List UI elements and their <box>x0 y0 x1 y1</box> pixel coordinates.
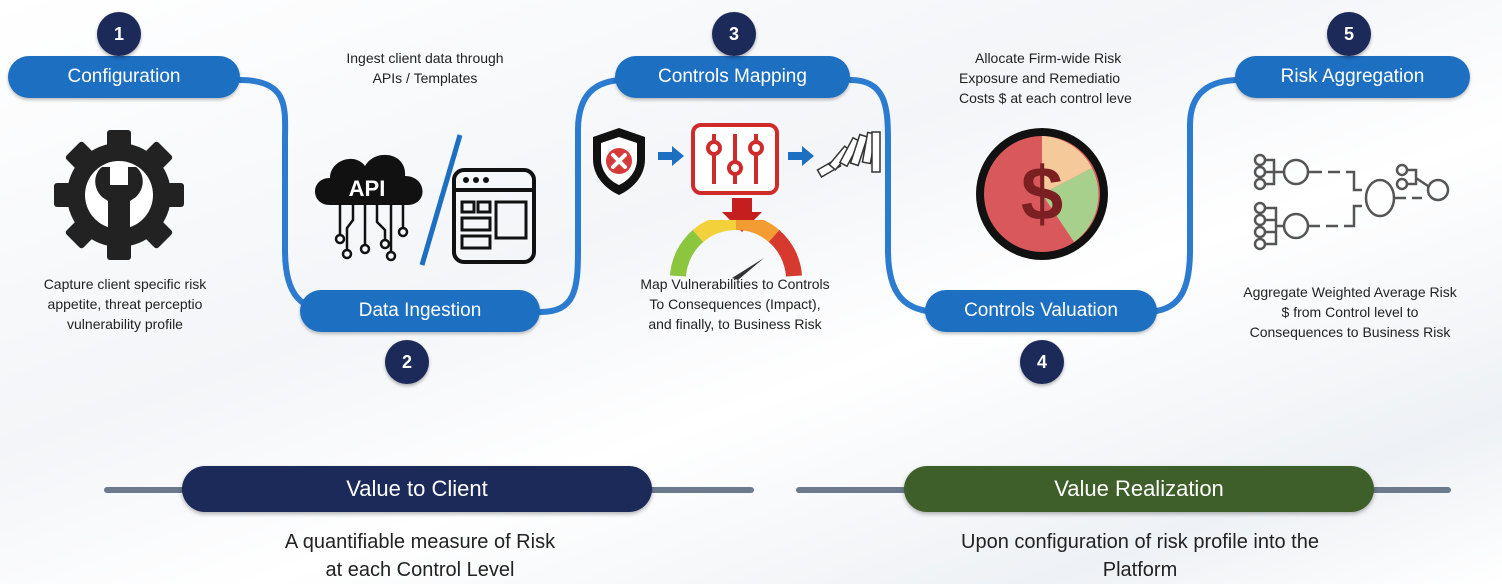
dominoes-icon <box>816 131 881 178</box>
step-1-number: 1 <box>97 12 141 56</box>
dollar-sign: $ <box>1021 152 1063 237</box>
sliders-icon <box>691 123 779 195</box>
step-3-number: 3 <box>712 12 756 56</box>
arrow-right-icon <box>788 146 814 166</box>
step-3-description: Map Vulnerabilities to Controls To Conse… <box>640 276 830 332</box>
arrow-down-icon <box>722 198 762 232</box>
dollar-pie-icon: $ <box>976 128 1108 260</box>
step-2-number: 2 <box>385 340 429 384</box>
step-4-number: 4 <box>1020 340 1064 384</box>
step-4-description: Allocate Firm-wide Risk Exposure and Rem… <box>959 50 1132 106</box>
value-to-client-text: A quantifiable measure of Risk at each C… <box>284 531 556 581</box>
step-3-label: Controls Mapping <box>658 66 807 87</box>
value-realization-text: Upon configuration of risk profile into … <box>961 531 1319 581</box>
step-4-pill[interactable]: Controls Valuation <box>925 290 1157 332</box>
slash-divider <box>419 134 463 266</box>
browser-window-icon <box>452 168 536 264</box>
step-4-label: Controls Valuation <box>964 300 1118 321</box>
value-realization-banner: Value Realization <box>904 466 1374 512</box>
api-cloud-icon: API <box>315 154 423 262</box>
step-2-pill[interactable]: Data Ingestion <box>300 290 540 332</box>
step-1-pill[interactable]: Configuration <box>8 56 240 98</box>
step-2-label: Data Ingestion <box>358 300 482 321</box>
step-5-pill[interactable]: Risk Aggregation <box>1235 56 1470 98</box>
shield-x-icon <box>593 128 645 195</box>
value-to-client-banner: Value to Client <box>182 466 652 512</box>
network-nodes-icon <box>1253 153 1450 251</box>
api-text: API <box>349 176 386 201</box>
gear-wrench-icon <box>54 130 184 260</box>
value-to-client-title: Value to Client <box>346 476 488 501</box>
step-3-pill[interactable]: Controls Mapping <box>615 56 850 98</box>
gauge-icon <box>670 220 802 280</box>
step-2-description: Ingest client data through APIs / Templa… <box>346 50 504 86</box>
step-1-label: Configuration <box>67 66 181 87</box>
step-5-label: Risk Aggregation <box>1280 66 1425 87</box>
step-1-description: Capture client specific risk appetite, t… <box>43 276 207 332</box>
step-5-number: 5 <box>1327 12 1371 56</box>
step-5-description: Aggregate Weighted Average Risk $ from C… <box>1243 284 1457 340</box>
arrow-right-icon <box>658 146 684 166</box>
value-realization-title: Value Realization <box>1054 476 1224 501</box>
